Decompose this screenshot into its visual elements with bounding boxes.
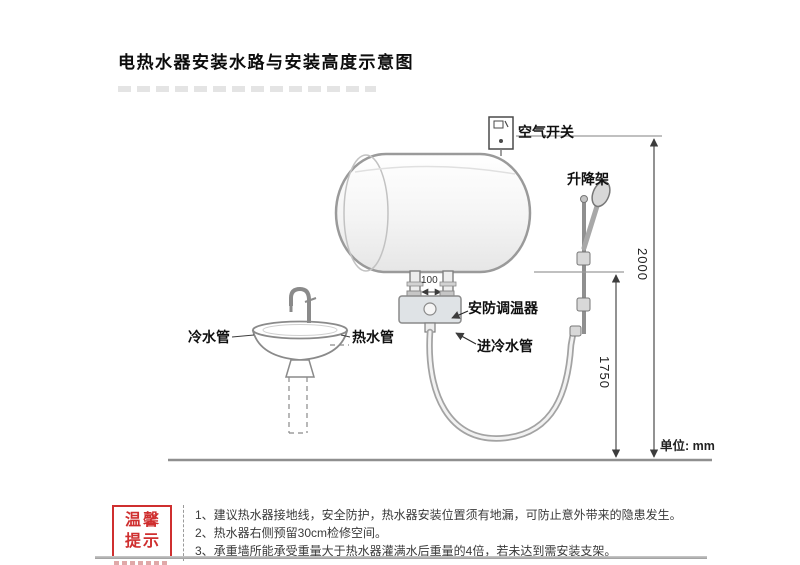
cold-pipe-label: 冷水管 xyxy=(188,329,230,345)
tips-list: 1、建议热水器接地线，安全防护，热水器安装位置须有地漏，可防止意外带来的隐患发生… xyxy=(195,505,682,560)
hot-pipe-label: 热水管 xyxy=(352,329,394,345)
tip-item-1: 1、建议热水器接地线，安全防护，热水器安装位置须有地漏，可防止意外带来的隐患发生… xyxy=(195,508,682,522)
tips-stamp: 温馨 提示 xyxy=(112,505,172,565)
bottom-divider xyxy=(95,556,707,559)
hot-pipe-leader xyxy=(340,334,351,338)
dimension-100-label: 100 xyxy=(421,275,438,286)
tips-divider xyxy=(183,505,184,561)
hand-basin xyxy=(251,320,349,378)
dimension-lines xyxy=(516,135,662,458)
air-switch-icon xyxy=(488,116,514,156)
stamp-line-1: 温馨 xyxy=(124,512,161,530)
shower-head-icon xyxy=(581,180,611,251)
cold-pipe-leader xyxy=(231,334,255,338)
inlet-cold-pipe-label: 进冷水管 xyxy=(477,338,533,354)
flex-hose xyxy=(426,328,577,442)
faucet-icon xyxy=(289,286,317,323)
thermostat-label-arrow xyxy=(451,310,469,319)
air-switch-label: 空气开关 xyxy=(518,124,574,140)
faded-subtitle-text xyxy=(118,86,376,92)
shower-rail xyxy=(569,195,591,337)
unit-note: 单位: mm xyxy=(660,439,715,453)
tips-stamp-box: 温馨 提示 xyxy=(112,505,172,559)
tips-section: 温馨 提示 1、建议热水器接地线，安全防护，热水器安装位置须有地漏，可防止意外带… xyxy=(112,505,682,565)
thermostat-label: 安防调温器 xyxy=(468,300,538,316)
thermostat-valve xyxy=(398,290,462,333)
tip-item-2: 2、热水器右侧预留30cm检修空间。 xyxy=(195,526,388,540)
drain-dashed-lines xyxy=(288,344,349,434)
water-heater-tank xyxy=(334,152,532,274)
stamp-line-2: 提示 xyxy=(124,533,161,550)
stamp-fine-print xyxy=(114,561,170,565)
lift-rack-label: 升降架 xyxy=(567,171,609,187)
page-title: 电热水器安装水路与安装高度示意图 xyxy=(118,53,414,72)
inlet-label-arrow xyxy=(455,332,477,345)
tip-item-3: 3、承重墙所能承受重量大于热水器灌满水后重量的4倍，若未达到需安装支架。 xyxy=(195,544,617,558)
dimension-1750-label: 1750 xyxy=(597,356,612,389)
dimension-2000-label: 2000 xyxy=(635,248,650,281)
